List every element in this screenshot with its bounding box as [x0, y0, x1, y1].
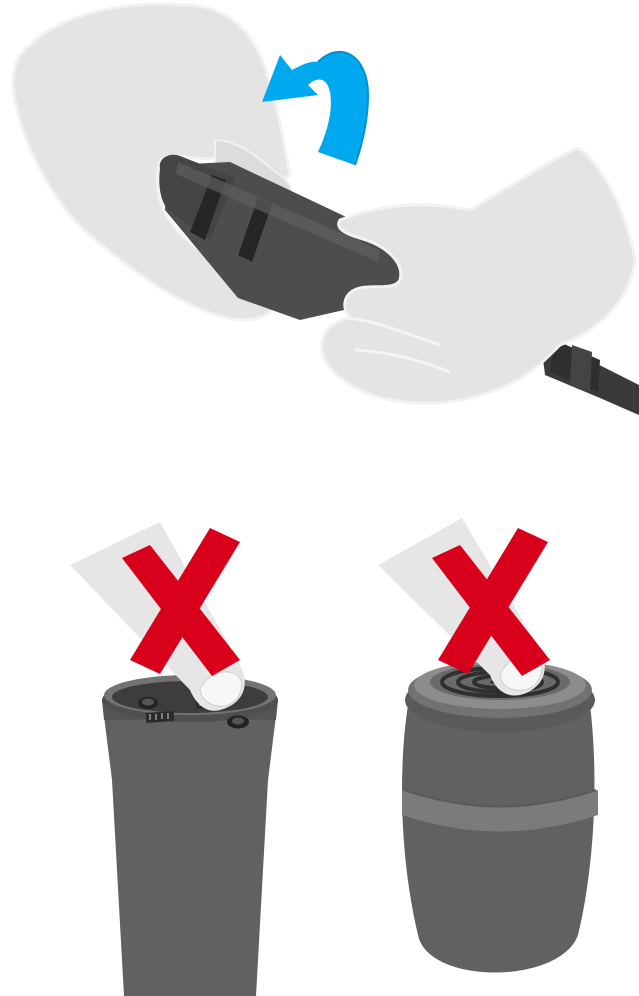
capsule-head-icon [402, 661, 598, 973]
unscrew-capsule-panel [13, 4, 639, 415]
do-not-touch-capsule-panel [378, 518, 598, 973]
handle-body [102, 675, 278, 996]
do-not-touch-contacts-panel [70, 522, 278, 996]
